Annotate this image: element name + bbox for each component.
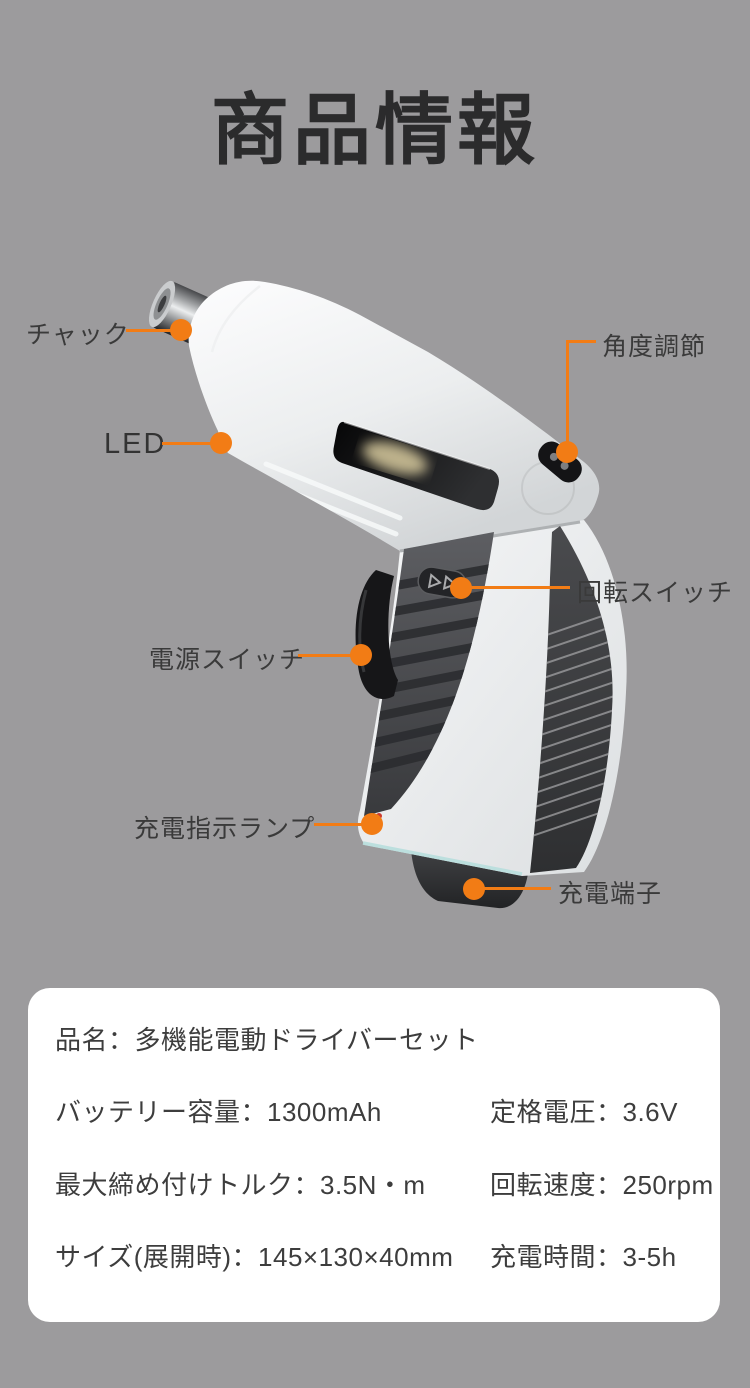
- callout-label-angle-adjust: 角度調節: [602, 333, 707, 361]
- callout-label-charge-lamp: 充電指示ランプ: [134, 815, 316, 843]
- callout-line-charge-lamp: [314, 823, 365, 826]
- rear-grip: [530, 526, 613, 873]
- callout-line-charge-terminal: [481, 887, 551, 890]
- spec-product-name: 品名：多機能電動ドライバーセット: [55, 1025, 479, 1055]
- spec-card: 品名：多機能電動ドライバーセット バッテリー容量：1300mAh 定格電圧：3.…: [28, 988, 720, 1322]
- angle-adjust-button: [538, 441, 582, 483]
- forward-arrow-icon: [427, 573, 442, 589]
- spec-charge-time: 充電時間：3-5h: [490, 1242, 677, 1272]
- callout-dot-chuck: [170, 319, 192, 341]
- spec-max-torque: 最大締め付けトルク：3.5N・m: [55, 1170, 426, 1200]
- page-title: 商品情報: [210, 86, 539, 174]
- callout-line-chuck: [126, 329, 174, 332]
- callout-dot-power-switch: [350, 644, 372, 666]
- callout-label-power-switch: 電源スイッチ: [149, 646, 306, 674]
- led-window: [333, 421, 499, 511]
- callout-label-charge-terminal: 充電端子: [558, 880, 663, 908]
- drill-body: [188, 280, 600, 551]
- callout-label-rotation-switch: 回転スイッチ: [577, 579, 734, 607]
- callout-line-power-switch: [298, 654, 354, 657]
- callout-label-chuck: チャック: [26, 321, 130, 349]
- spec-size: サイズ(展開時)：145×130×40mm: [55, 1242, 454, 1272]
- callout-dot-rotation-switch: [450, 577, 472, 599]
- led-glow: [362, 441, 428, 475]
- callout-line-rotation-switch: [468, 586, 570, 589]
- spec-battery-capacity: バッテリー容量：1300mAh: [55, 1097, 382, 1127]
- spec-rated-voltage: 定格電圧：3.6V: [490, 1097, 678, 1127]
- callout-dot-charge-lamp: [361, 813, 383, 835]
- callout-dot-charge-terminal: [463, 878, 485, 900]
- spec-rotation-speed: 回転速度：250rpm: [490, 1170, 714, 1200]
- callout-dot-angle-adjust: [556, 441, 578, 463]
- charge-base-edge: [362, 841, 523, 876]
- electric-screwdriver-illustration: [148, 280, 627, 909]
- callout-line-angle-adjust-h: [566, 340, 596, 343]
- reverse-arrow-icon: [442, 574, 457, 591]
- callout-line-led: [162, 442, 214, 445]
- callout-dot-led: [210, 432, 232, 454]
- callout-line-angle-adjust-v: [566, 340, 569, 446]
- power-switch-trigger: [355, 570, 398, 699]
- callout-label-led: LED: [104, 428, 167, 460]
